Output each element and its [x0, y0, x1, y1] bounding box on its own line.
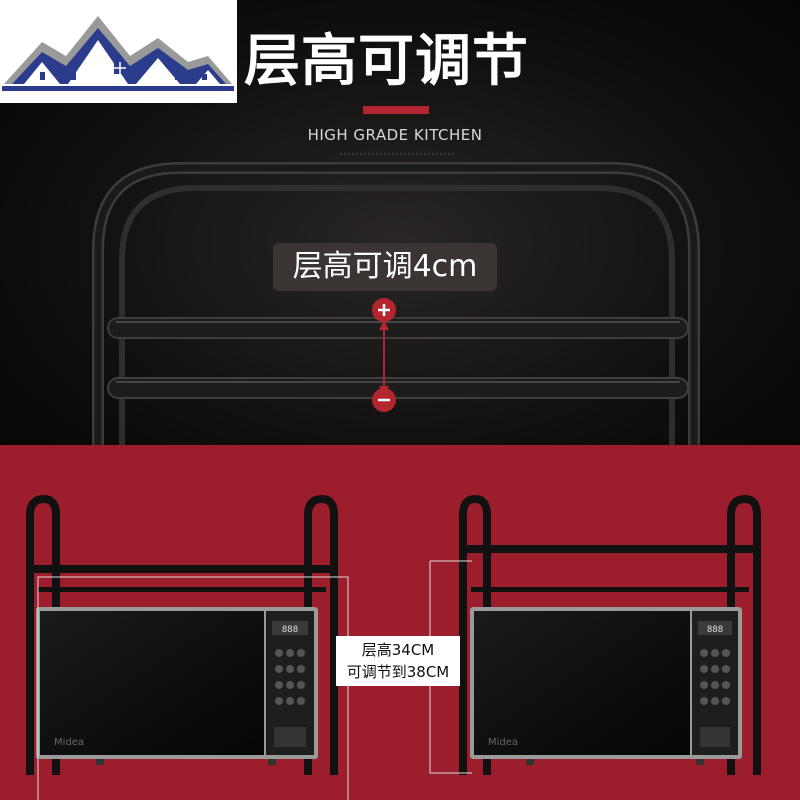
microwave-brand-label: Midea [54, 737, 84, 748]
right-microwave: 888 Midea [470, 607, 742, 765]
left-microwave: 888 Midea [36, 607, 318, 765]
plus-icon [372, 298, 396, 322]
left-height-frame [37, 576, 349, 800]
minus-icon [372, 388, 396, 412]
microwave-comparison: 888 Midea [26, 494, 761, 800]
store-logo [0, 0, 237, 103]
svg-text:888: 888 [282, 625, 298, 635]
accent-bar [363, 106, 429, 114]
microwave-brand-label: Midea [488, 737, 518, 748]
bottom-panel: 888 Midea [0, 445, 800, 800]
subtitle: HIGH GRADE KITCHEN [307, 126, 483, 144]
adjust-callout: 层高可调4cm [273, 243, 497, 291]
right-rack [459, 494, 761, 775]
right-height-frame [429, 560, 472, 774]
top-panel: 层高可调节 HIGH GRADE KITCHEN [0, 0, 800, 445]
svg-text:888: 888 [707, 625, 723, 635]
rack-closeup [92, 153, 700, 445]
left-rack [26, 494, 338, 775]
house-logo-icon [2, 16, 234, 91]
height-spec-box: 层高34CM 可调节到38CM [336, 636, 460, 686]
spec-line-2: 可调节到38CM [346, 663, 450, 681]
spec-line-1: 层高34CM [361, 641, 435, 659]
headline: 层高可调节 [244, 29, 529, 94]
